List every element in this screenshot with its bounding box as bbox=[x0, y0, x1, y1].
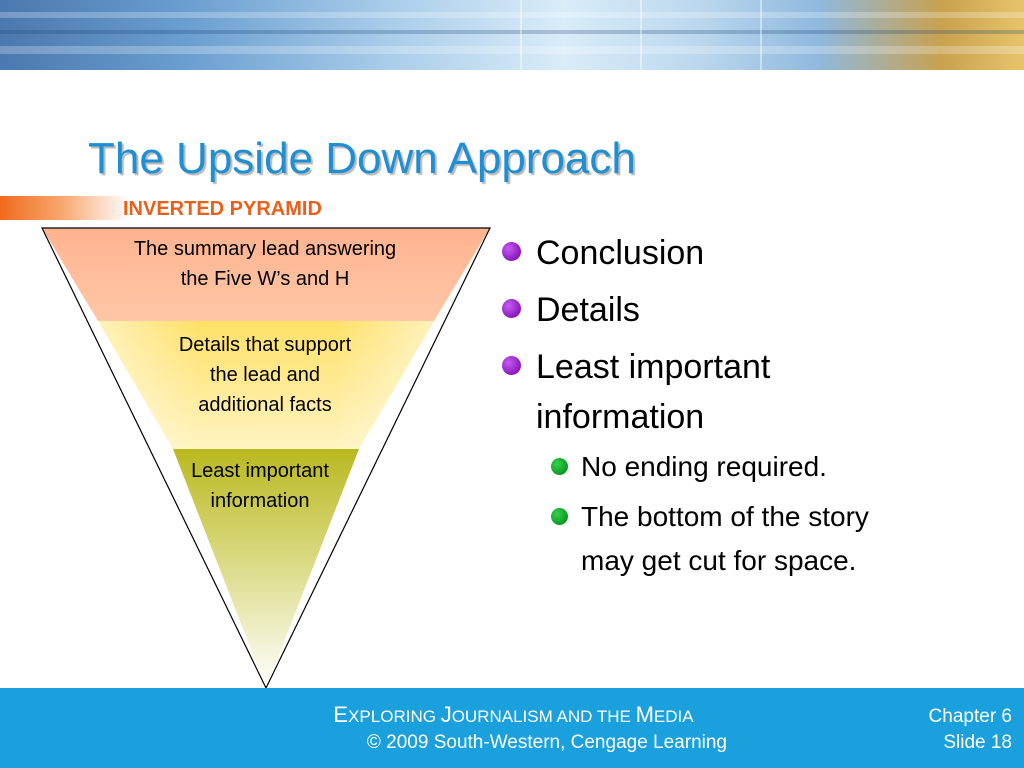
pyramid-tier-middle-label: Details that support the lead and additi… bbox=[130, 330, 400, 420]
tier-label-line: information bbox=[210, 490, 310, 512]
bullet-dot-icon bbox=[502, 356, 521, 375]
bullet-conclusion: Conclusion bbox=[536, 234, 705, 272]
tier-label-line: Details that support bbox=[178, 334, 352, 356]
bullet-line: may get cut for space. bbox=[581, 545, 857, 576]
pyramid-tier-bottom bbox=[173, 449, 359, 688]
footer-slide-number: Slide 18 bbox=[943, 732, 1012, 753]
footer-chapter: Chapter 6 bbox=[928, 706, 1012, 727]
sub-bullet-dot-icon bbox=[551, 458, 568, 475]
bullet-dot-icon bbox=[502, 299, 521, 318]
sub-bullet-bottom-cut: The bottom of the story may get cut for … bbox=[581, 495, 869, 583]
tier-label-line: additional facts bbox=[198, 394, 332, 416]
pyramid-tier-bottom-label: Least important information bbox=[150, 456, 370, 516]
sub-bullet-dot-icon bbox=[551, 508, 568, 525]
footer-bar: EXPLORING JOURNALISM AND THE MEDIA © 200… bbox=[0, 688, 1024, 768]
slide-title: The Upside Down Approach bbox=[88, 134, 636, 183]
bullet-details: Details bbox=[536, 291, 640, 329]
pyramid-tier-top-label: The summary lead answering the Five W’s … bbox=[90, 234, 440, 294]
bullet-line: Least important bbox=[536, 348, 771, 386]
bullet-line: information bbox=[536, 398, 705, 436]
pyramid-tier-top bbox=[42, 228, 490, 321]
tier-label-line: the Five W’s and H bbox=[180, 268, 350, 290]
bullet-line: The bottom of the story bbox=[581, 501, 869, 532]
bullet-least-important: Least important information bbox=[536, 342, 770, 442]
footer-course-title: EXPLORING JOURNALISM AND THE MEDIA bbox=[333, 702, 694, 727]
pyramid-outline bbox=[41, 227, 491, 690]
slide-subtitle: INVERTED PYRAMID bbox=[123, 198, 322, 220]
tier-label-line: Least important bbox=[191, 460, 329, 482]
sub-bullet-no-ending: No ending required. bbox=[581, 451, 827, 482]
footer-copyright: © 2009 South-Western, Cengage Learning bbox=[366, 732, 727, 753]
bullet-dot-icon bbox=[502, 242, 521, 261]
tier-label-line: The summary lead answering bbox=[133, 238, 397, 260]
accent-bar bbox=[0, 196, 130, 220]
header-banner bbox=[0, 0, 1024, 70]
tier-label-line: the lead and bbox=[209, 364, 321, 386]
